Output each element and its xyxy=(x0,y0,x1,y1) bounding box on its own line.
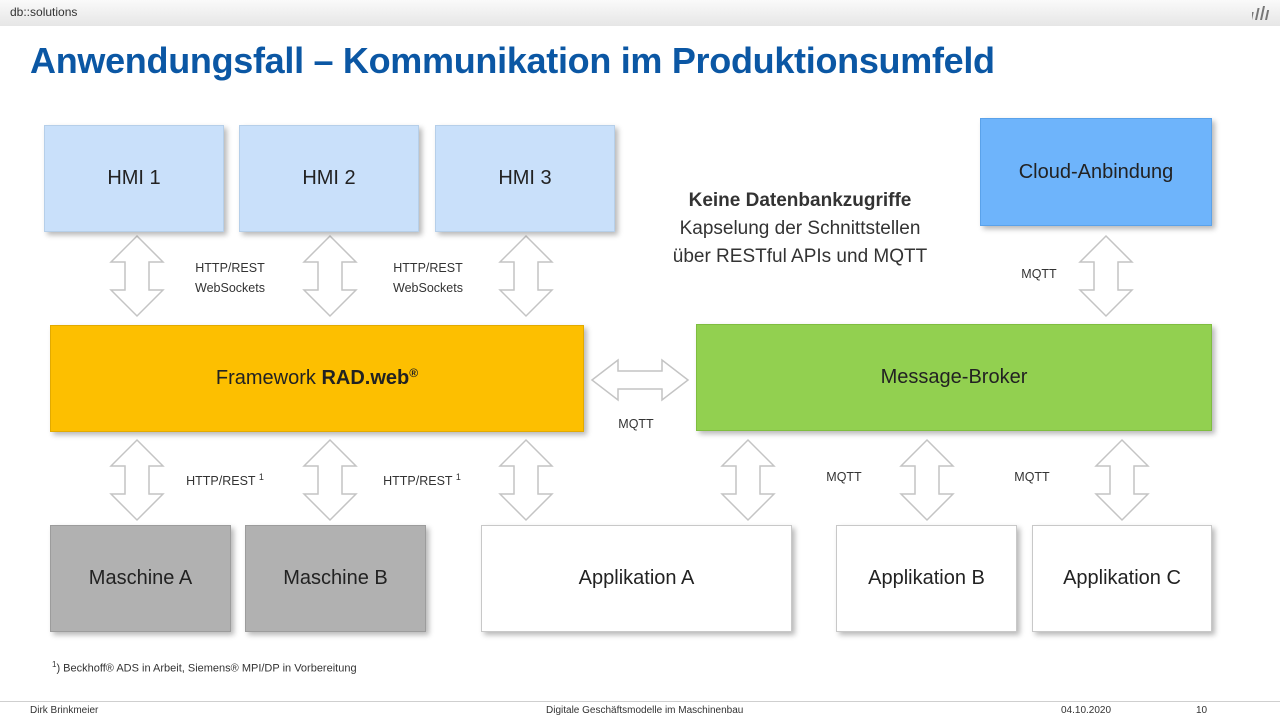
arrow-framework-machineA xyxy=(110,439,164,521)
arrow-cloud-broker xyxy=(1079,235,1133,317)
application-b-box: Applikation B xyxy=(836,525,1017,632)
arrow-framework-appA xyxy=(499,439,553,521)
label-mqtt-appb: MQTT xyxy=(826,470,862,484)
label-http-rest: HTTP/REST xyxy=(393,261,463,275)
hmi-3-box: HMI 3 xyxy=(435,125,615,232)
label-websockets: WebSockets xyxy=(195,281,265,295)
arrow-broker-appC xyxy=(1095,439,1149,521)
machine-a-label: Maschine A xyxy=(88,567,193,589)
cloud-label: Cloud-Anbindung xyxy=(1018,160,1174,183)
application-a-box: Applikation A xyxy=(481,525,792,632)
footer-author: Dirk Brinkmeier xyxy=(30,705,99,716)
footer-topic: Digitale Geschäftsmodelle im Maschinenba… xyxy=(546,705,744,716)
arrow-hmi2-framework xyxy=(303,235,357,317)
label-http-websockets-2: HTTP/REST WebSockets xyxy=(378,258,478,298)
label-mqtt-framework-broker: MQTT xyxy=(618,417,654,431)
label-http-rest: HTTP/REST xyxy=(383,474,453,489)
footnote-mark: 1 xyxy=(455,472,461,482)
label-http-websockets-1: HTTP/REST WebSockets xyxy=(180,258,280,298)
application-c-box: Applikation C xyxy=(1032,525,1212,632)
machine-a-box: Maschine A xyxy=(50,525,231,632)
footnote-text: ) Beckhoff® ADS in Arbeit, Siemens® MPI/… xyxy=(56,662,357,675)
label-mqtt-cloud: MQTT xyxy=(1021,267,1057,281)
footnote: 1) Beckhoff® ADS in Arbeit, Siemens® MPI… xyxy=(52,660,357,675)
arrow-broker-appA xyxy=(721,439,775,521)
arrow-broker-appB xyxy=(900,439,954,521)
footnote-number: 1 xyxy=(52,660,57,669)
note-heading: Keine Datenbankzugriffe xyxy=(688,190,912,211)
framework-registered-mark: ® xyxy=(409,366,419,381)
label-mqtt-appc: MQTT xyxy=(1014,470,1050,484)
header-bar: db::solutions xyxy=(0,0,1280,26)
application-c-label: Applikation C xyxy=(1063,567,1181,589)
footer-divider xyxy=(0,701,1280,702)
label-websockets: WebSockets xyxy=(393,281,463,295)
framework-box: Framework RAD.web ® xyxy=(50,325,584,432)
machine-b-box: Maschine B xyxy=(245,525,426,632)
hmi-2-box: HMI 2 xyxy=(239,125,419,232)
message-broker-box: Message-Broker xyxy=(696,324,1212,431)
label-http-rest: HTTP/REST xyxy=(186,474,256,489)
machine-b-label: Maschine B xyxy=(283,567,388,589)
hmi-1-box: HMI 1 xyxy=(44,125,224,232)
footnote-mark: 1 xyxy=(258,472,264,482)
footer-page-number: 10 xyxy=(1196,705,1208,716)
application-b-label: Applikation B xyxy=(868,567,985,589)
footer-date: 04.10.2020 xyxy=(1061,705,1112,716)
bars-logo-icon xyxy=(1252,6,1270,20)
arrow-framework-machineB xyxy=(303,439,357,521)
label-http-rest-fn-1: HTTP/REST 1 xyxy=(175,467,275,491)
broker-label: Message-Broker xyxy=(880,366,1028,388)
label-http-rest: HTTP/REST xyxy=(195,261,265,275)
framework-prefix: Framework xyxy=(215,367,322,389)
label-http-rest-fn-2: HTTP/REST 1 xyxy=(372,467,472,491)
page-title: Anwendungsfall – Kommunikation im Produk… xyxy=(30,40,995,81)
application-a-label: Applikation A xyxy=(578,567,695,589)
note-line-3: über RESTful APIs und MQTT xyxy=(672,246,928,267)
hmi-3-label: HMI 3 xyxy=(498,167,552,189)
framework-name: RAD.web xyxy=(321,367,410,389)
cloud-box: Cloud-Anbindung xyxy=(980,118,1212,226)
arrow-hmi1-framework xyxy=(110,235,164,317)
info-note: Keine Datenbankzugriffe Kapselung der Sc… xyxy=(640,187,960,271)
note-line-2: Kapselung der Schnittstellen xyxy=(679,218,921,239)
arrow-hmi3-framework xyxy=(499,235,553,317)
hmi-2-label: HMI 2 xyxy=(302,167,356,189)
hmi-1-label: HMI 1 xyxy=(107,167,161,189)
brand-name: db::solutions xyxy=(10,5,78,19)
arrow-framework-broker xyxy=(591,359,689,401)
